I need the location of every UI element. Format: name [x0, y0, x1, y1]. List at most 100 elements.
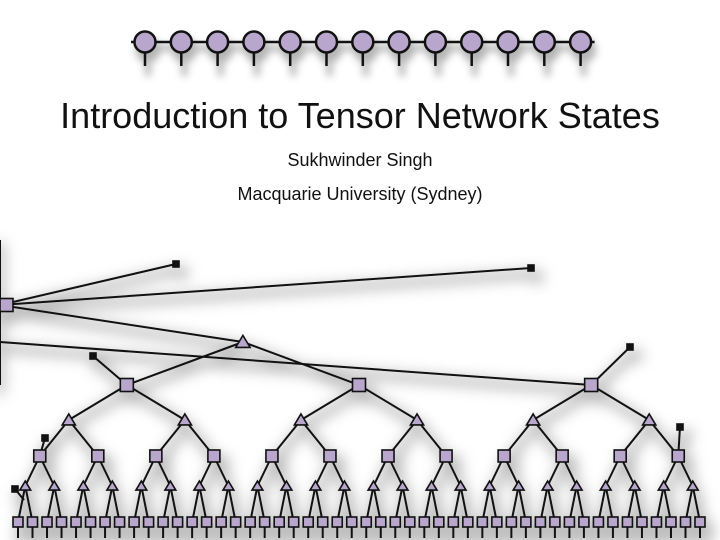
mera-bond	[140, 485, 150, 523]
mera-bond	[0, 341, 592, 386]
mps-tensor-node	[496, 30, 520, 54]
mera-disentangler-square	[389, 516, 402, 528]
slide-title: Introduction to Tensor Network States	[60, 95, 660, 136]
mera-bond	[249, 485, 259, 523]
mera-isometry-triangle	[525, 412, 542, 426]
mera-disentangler-square	[265, 449, 279, 463]
mera-disentangler-square	[99, 516, 111, 528]
mera-disentangler-square	[142, 516, 155, 528]
mera-open-leg-end	[11, 485, 19, 493]
mps-tensor-node	[242, 30, 266, 54]
mera-bond	[191, 485, 201, 523]
mera-isometry-triangle	[409, 412, 426, 426]
mps-tensor-node	[314, 30, 339, 54]
mera-isometry-triangle	[76, 479, 91, 491]
mera-disentangler-square	[621, 516, 634, 528]
mera-network	[0, 240, 706, 538]
mera-isometry-triangle	[453, 479, 468, 491]
mera-bond	[546, 485, 556, 523]
mps-tensor-node	[423, 30, 448, 54]
mera-isometry-triangle	[366, 479, 381, 491]
mera-isometry-triangle	[395, 479, 410, 491]
mera-disentangler-square	[650, 516, 663, 528]
mera-bond	[126, 341, 244, 386]
mera-isometry-triangle	[308, 479, 323, 491]
mera-bond	[314, 485, 324, 523]
mera-isometry-triangle	[540, 479, 555, 491]
mera-bond	[256, 485, 266, 523]
mera-disentangler-square	[287, 516, 300, 528]
mera-disentangler-square	[549, 516, 561, 528]
mera-bond	[300, 384, 360, 421]
mera-disentangler-square	[157, 516, 169, 528]
mera-bond	[307, 485, 317, 523]
mera-disentangler-square	[671, 449, 686, 463]
mera-disentangler-square	[520, 516, 532, 528]
mera-disentangler-square	[636, 516, 648, 528]
mera-disentangler-square	[578, 516, 590, 528]
mps-tensor-node	[169, 30, 194, 54]
mera-bond	[423, 485, 433, 523]
mera-disentangler-square	[374, 516, 387, 528]
mera-bond	[0, 263, 177, 306]
mera-disentangler-square	[381, 449, 395, 463]
mera-bond	[590, 384, 650, 421]
mera-isometry-triangle	[656, 479, 671, 491]
mera-disentangler-square	[613, 449, 627, 463]
mera-disentangler-square	[119, 377, 135, 393]
mera-bond	[459, 485, 469, 523]
mera-disentangler-square	[70, 516, 82, 528]
mera-bond	[111, 485, 121, 523]
mps-tensor-node	[568, 30, 593, 54]
mera-disentangler-square	[41, 516, 53, 528]
mera-bond	[126, 384, 186, 421]
mera-disentangler-square	[323, 449, 337, 463]
mera-disentangler-square	[32, 449, 47, 463]
mera-disentangler-square	[351, 377, 367, 393]
mera-disentangler-square	[273, 516, 285, 528]
mera-disentangler-square	[215, 516, 227, 528]
mera-bond	[82, 485, 92, 523]
mps-tensor-node	[351, 30, 375, 54]
mera-bond	[343, 485, 353, 523]
mera-open-leg-end	[89, 352, 97, 360]
mera-disentangler-square	[462, 516, 474, 528]
mps-chain-diagram	[131, 30, 597, 76]
mera-bond	[394, 485, 404, 523]
mps-tensor-node	[387, 30, 411, 54]
mera-disentangler-square	[128, 516, 140, 528]
mera-disentangler-square	[200, 516, 213, 528]
mera-bond	[46, 485, 56, 523]
mera-disentangler-square	[505, 516, 518, 528]
mera-bond	[452, 485, 462, 523]
mera-isometry-triangle	[221, 479, 236, 491]
mera-bond	[372, 485, 382, 523]
mera-bond	[133, 485, 143, 523]
mera-disentangler-square	[12, 516, 24, 528]
mera-bond	[488, 485, 498, 523]
mera-bond	[401, 485, 411, 523]
mera-bond	[0, 267, 532, 306]
mera-bond	[198, 485, 208, 523]
mera-disentangler-square	[258, 516, 271, 528]
mera-bond	[24, 485, 34, 523]
mera-isometry-triangle	[337, 479, 352, 491]
mera-disentangler-square	[563, 516, 576, 528]
mera-bond	[358, 384, 418, 421]
mera-disentangler-square	[244, 516, 256, 528]
mera-isometry-triangle	[163, 479, 178, 491]
mera-disentangler-square	[497, 449, 511, 463]
mera-isometry-triangle	[482, 479, 497, 491]
mera-disentangler-square	[592, 516, 605, 528]
mera-disentangler-square	[534, 516, 547, 528]
mera-isometry-triangle	[279, 479, 294, 491]
mps-tensor-node	[532, 30, 557, 54]
mera-isometry-triangle	[47, 479, 62, 491]
mera-bond	[539, 485, 549, 523]
mera-isometry-triangle	[192, 479, 207, 491]
author-name: Sukhwinder Singh	[287, 150, 433, 170]
mera-isometry-triangle	[641, 412, 658, 426]
mera-open-leg-end	[172, 260, 180, 268]
mera-bond	[662, 485, 672, 523]
mera-bond	[75, 485, 85, 523]
